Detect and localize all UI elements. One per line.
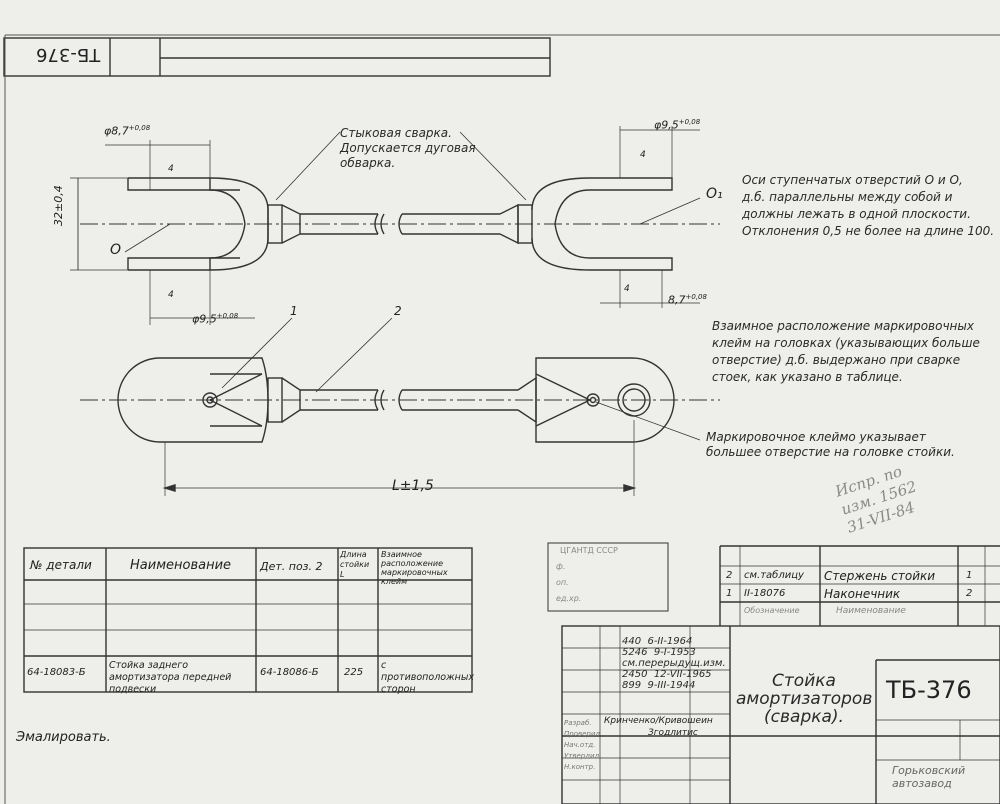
title-block-frame xyxy=(561,625,1000,804)
left-fork-top-tine xyxy=(128,177,240,191)
dim-d95-top: φ9,5+0,08 xyxy=(654,118,701,132)
note-axes: Оси ступенчатых отверстий О и О,д.б. пар… xyxy=(742,173,995,238)
table-cell-pos2: 64-18086-Б xyxy=(260,667,319,678)
cert-stamp-op: оп. xyxy=(556,578,569,587)
bom-header-name: Наименование xyxy=(836,606,906,616)
table-cell-name: Стойка заднего амортизатора передней под… xyxy=(109,660,232,695)
table-header-no: № детали xyxy=(30,558,92,572)
note-enamel: Эмалировать. xyxy=(16,730,111,745)
part-2-label: 2 xyxy=(394,304,402,318)
table-cell-length: 225 xyxy=(344,667,364,678)
bom-row2-code: II-18076 xyxy=(744,588,786,599)
bom-row2-pos: 1 xyxy=(726,588,733,599)
dim-d95-bottom: φ9,5+0,08 xyxy=(192,312,239,326)
dim-4c: 4 xyxy=(640,150,646,160)
table-header-pos2: Дет. поз. 2 xyxy=(260,560,323,573)
bom-header-code: Обозначение xyxy=(744,606,800,615)
table-cell-part-no: 64-18083-Б xyxy=(27,667,86,678)
dim-32: 32±0,4 xyxy=(52,185,65,226)
table-cell-marks: с противоположных сторон xyxy=(381,660,474,695)
signature-1: Кринченко/Кривошеин xyxy=(604,716,713,726)
bom-row1-code: см.таблицу xyxy=(744,570,804,581)
signature-2: Згодлитис xyxy=(648,728,698,738)
table-header-length: Длина стойки L xyxy=(340,550,370,579)
dim-4a: 4 xyxy=(168,164,174,174)
dim-4d: 4 xyxy=(624,284,630,294)
bom-row1-name: Стержень стойки xyxy=(824,569,936,583)
top-stamp-code: ТБ-376 xyxy=(36,44,101,65)
right-head-profile xyxy=(535,357,675,443)
axis-O: О xyxy=(110,242,122,258)
bom-row2-qty: 2 xyxy=(966,588,973,599)
bom-row2-name: Наконечник xyxy=(824,587,901,601)
bom-row1-pos: 2 xyxy=(726,570,733,581)
axis-O1: О₁ xyxy=(706,186,723,202)
table-header-name: Наименование xyxy=(130,558,232,573)
title-code: ТБ-376 xyxy=(886,676,972,704)
bom-row1-qty: 1 xyxy=(966,570,973,581)
cert-stamp-ed: ед.хр. xyxy=(556,594,582,603)
cert-stamp-title: ЦГАНТД СССР xyxy=(560,546,618,555)
dim-4b: 4 xyxy=(168,290,174,300)
table-header-marks: Взаимное расположение маркировочных клей… xyxy=(381,550,448,586)
part-1-label: 1 xyxy=(290,304,298,318)
dim-87-right: 8,7+0,08 xyxy=(668,293,707,307)
variants-table-frame xyxy=(23,547,473,693)
revision-list: 440 6-II-1964 5246 9-I-1953 см.перерыдущ… xyxy=(622,636,726,691)
dim-d87: φ8,7+0,08 xyxy=(104,124,151,138)
top-stamp-frame xyxy=(3,37,551,77)
cert-stamp-f: ф. xyxy=(556,562,566,571)
dim-L: L±1,5 xyxy=(392,478,434,494)
